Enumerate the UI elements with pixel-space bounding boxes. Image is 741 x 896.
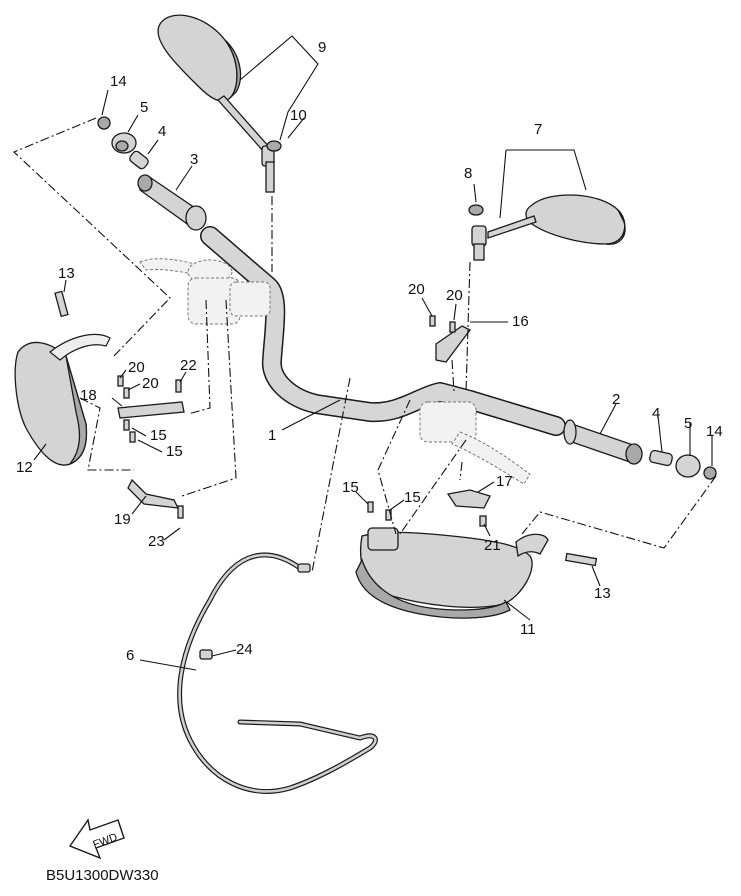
- left-bracket-19: [127, 478, 180, 509]
- callout-24: 24: [236, 641, 253, 658]
- callout-20: 20: [446, 287, 463, 304]
- callout-15: 15: [342, 479, 359, 496]
- callout-labels: 9 10 14 5 4 3 7 8 13 20 20 16 20 20 22 1…: [16, 39, 723, 664]
- right-grip: [563, 419, 643, 465]
- left-grip: [137, 174, 207, 231]
- callout-1: 1: [268, 427, 276, 444]
- callout-15: 15: [404, 489, 421, 506]
- callout-20: 20: [142, 375, 159, 392]
- callout-17: 17: [496, 473, 513, 490]
- left-mirror: [157, 14, 275, 193]
- left-bracket-18: [117, 401, 185, 419]
- diagram-code: B5U1300DW330: [46, 867, 159, 884]
- callout-11: 11: [520, 621, 536, 638]
- right-bracket-17: [446, 489, 491, 509]
- callout-4: 4: [652, 405, 660, 422]
- left-handguard: [14, 333, 111, 466]
- callout-7: 7: [534, 121, 542, 138]
- callout-10: 10: [290, 107, 307, 124]
- callout-3: 3: [190, 151, 198, 168]
- callout-19: 19: [114, 511, 131, 528]
- right-mirror: [471, 194, 626, 261]
- callout-5: 5: [684, 415, 692, 432]
- callout-16: 16: [512, 313, 529, 330]
- callout-14: 14: [706, 423, 723, 440]
- callout-14: 14: [110, 73, 127, 90]
- callout-9: 9: [318, 39, 326, 56]
- left-bar-end-parts: [97, 116, 149, 170]
- right-bracket-16: [435, 325, 471, 363]
- leader-lines: [33, 35, 713, 671]
- callout-5: 5: [140, 99, 148, 116]
- small-hardware: [117, 315, 487, 527]
- clamp-24: [199, 649, 213, 660]
- mirror-nut-8: [468, 204, 484, 216]
- callout-4: 4: [158, 123, 166, 140]
- callout-15: 15: [166, 443, 183, 460]
- callout-2: 2: [612, 391, 620, 408]
- callout-23: 23: [148, 533, 165, 550]
- left-lever-assembly: [139, 258, 271, 325]
- callout-13: 13: [58, 265, 75, 282]
- forward-arrow-icon: FWD: [68, 818, 125, 860]
- callout-22: 22: [180, 357, 197, 374]
- callout-18: 18: [80, 387, 97, 404]
- throttle-cable: [177, 552, 378, 794]
- callout-20: 20: [128, 359, 145, 376]
- right-handguard: [355, 527, 549, 619]
- assembly-lines: [13, 117, 717, 573]
- callout-20: 20: [408, 281, 425, 298]
- bolt-13-right: [564, 552, 598, 567]
- right-bar-end-parts: [649, 449, 717, 480]
- callout-21: 21: [484, 537, 501, 554]
- right-lever-assembly: [419, 401, 531, 485]
- callout-8: 8: [464, 165, 472, 182]
- callout-13: 13: [594, 585, 611, 602]
- callout-12: 12: [16, 459, 33, 476]
- bolt-13-left: [54, 290, 69, 318]
- callout-15: 15: [150, 427, 167, 444]
- handlebar: [200, 226, 566, 436]
- callout-6: 6: [126, 647, 134, 664]
- mirror-nut-10: [266, 140, 282, 152]
